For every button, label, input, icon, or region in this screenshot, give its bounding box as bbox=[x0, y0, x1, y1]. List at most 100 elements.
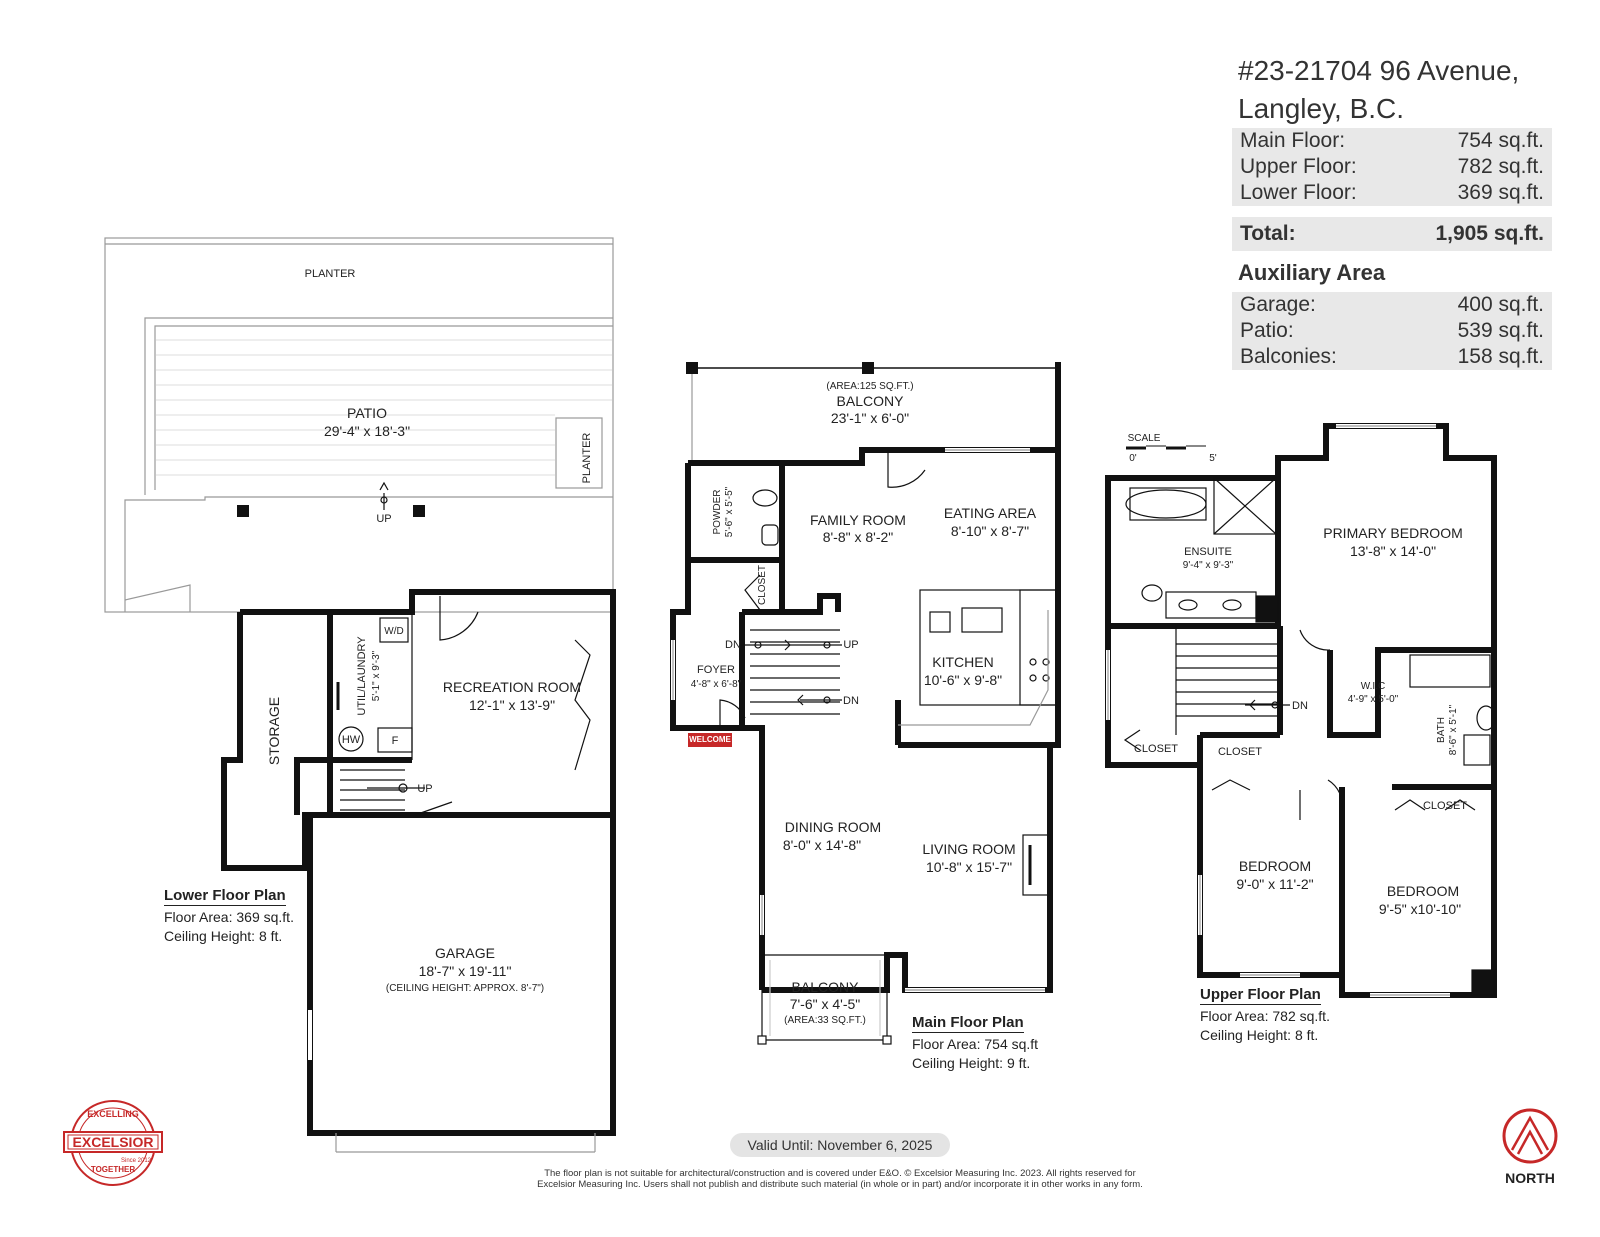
excelsior-logo bbox=[63, 1100, 163, 1186]
bedroom-closet-label: CLOSET bbox=[1218, 746, 1262, 758]
address-line-1: #23-21704 96 Avenue, bbox=[1238, 55, 1520, 86]
hall-closet-label: CLOSET bbox=[1134, 743, 1178, 755]
disclaimer-line-1: The floor plan is not suitable for archi… bbox=[544, 1168, 1136, 1179]
front-balcony-label: BALCONY bbox=[792, 979, 860, 995]
balconies-row: Balconies:158 sq.ft. bbox=[1240, 345, 1544, 368]
disclaimer-line-2: Excelsior Measuring Inc. Users shall not… bbox=[537, 1179, 1143, 1190]
washer-dryer-label: W/D bbox=[384, 626, 403, 637]
lower-floor-area: Floor Area: 369 sq.ft. bbox=[164, 909, 294, 925]
balcony-dimensions: 23'-1" x 6'-0" bbox=[831, 410, 909, 426]
scale-five: 5' bbox=[1209, 453, 1217, 464]
living-room-label: LIVING ROOM bbox=[922, 841, 1015, 857]
floor-area-table: Main Floor:754 sq.ft. Upper Floor:782 sq… bbox=[1232, 128, 1552, 206]
garage-label: GARAGE bbox=[435, 945, 495, 961]
storage-label: STORAGE bbox=[266, 697, 282, 765]
second-bedroom-closet-label: CLOSET bbox=[1423, 800, 1467, 812]
front-balcony-area: (AREA:33 SQ.FT.) bbox=[784, 1015, 866, 1026]
lower-floor-title: Lower Floor Plan bbox=[164, 887, 286, 906]
property-address: #23-21704 96 Avenue, Langley, B.C. bbox=[1238, 52, 1519, 128]
eating-area-label: EATING AREA bbox=[944, 505, 1037, 521]
primary-bedroom-label: PRIMARY BEDROOM bbox=[1323, 525, 1463, 541]
garage-ceiling-note: (CEILING HEIGHT: APPROX. 8'-7") bbox=[386, 983, 544, 994]
foyer-label: FOYER bbox=[697, 664, 735, 676]
patio-row: Patio:539 sq.ft. bbox=[1240, 319, 1544, 342]
valid-until-badge: Valid Until: November 6, 2025 bbox=[730, 1133, 950, 1157]
north-label: NORTH bbox=[1505, 1170, 1555, 1186]
powder-dimensions: 5'-6" x 5'-5" bbox=[724, 486, 735, 537]
logo-text: EXCELLING EXCELSIOR TOGETHER Since 2012 bbox=[73, 1109, 154, 1174]
family-room-label: FAMILY ROOM bbox=[810, 512, 906, 528]
bedroom-dimensions: 9'-0" x 11'-2" bbox=[1236, 876, 1313, 892]
planter-side-label: PLANTER bbox=[581, 433, 593, 484]
scale-label: SCALE bbox=[1128, 433, 1161, 444]
balcony-label: BALCONY bbox=[837, 393, 905, 409]
bath-label: BATH bbox=[1436, 717, 1447, 743]
family-room-dimensions: 8'-8" x 8'-2" bbox=[823, 529, 894, 545]
upper-walls bbox=[1105, 423, 1497, 998]
planter-label: PLANTER bbox=[305, 268, 356, 280]
main-floor-ceiling: Ceiling Height: 9 ft. bbox=[912, 1055, 1031, 1071]
main-floor-caption: Main Floor Plan Floor Area: 754 sq.ft Ce… bbox=[912, 1013, 1038, 1073]
ensuite-label: ENSUITE bbox=[1184, 546, 1232, 558]
garage-row: Garage:400 sq.ft. bbox=[1240, 293, 1544, 316]
util-laundry-dimensions: 5'-1" x 9'-3" bbox=[371, 650, 382, 701]
logo-since-text: Since 2012 bbox=[121, 1158, 152, 1164]
second-bedroom-dimensions: 9'-5" x10'-10" bbox=[1379, 901, 1461, 917]
total-area-row: Total:1,905 sq.ft. bbox=[1232, 214, 1552, 251]
hot-water-label: HW bbox=[342, 734, 361, 746]
patio-dimensions: 29'-4" x 18'-3" bbox=[324, 423, 410, 439]
main-fixtures bbox=[671, 448, 1057, 1045]
eating-area-dimensions: 8'-10" x 8'-7" bbox=[951, 523, 1029, 539]
logo-top-text: EXCELLING bbox=[87, 1109, 139, 1119]
main-floor-row: Main Floor:754 sq.ft. bbox=[1240, 129, 1544, 152]
logo-name-text: EXCELSIOR bbox=[73, 1134, 154, 1150]
upper-floor-area: Floor Area: 782 sq.ft. bbox=[1200, 1008, 1330, 1024]
auxiliary-area-title: Auxiliary Area bbox=[1238, 260, 1386, 285]
lower-floor-labels: PLANTER PATIO 29'-4" x 18'-3" PLANTER UP… bbox=[266, 268, 593, 994]
bath-dimensions: 8'-6" x 5'-1" bbox=[1448, 704, 1459, 755]
walk-in-closet-dimensions: 4'-9" x 5'-0" bbox=[1348, 694, 1399, 705]
dining-room-dimensions: 8'-0" x 14'-8" bbox=[783, 837, 861, 853]
lower-floor-row: Lower Floor:369 sq.ft. bbox=[1240, 181, 1544, 204]
upper-stairs-down-label: DN bbox=[1292, 700, 1308, 712]
welcome-mat: WELCOME bbox=[688, 733, 732, 747]
walk-in-closet-label: W.I.C bbox=[1361, 681, 1385, 692]
recreation-room-dimensions: 12'-1" x 13'-9" bbox=[469, 697, 555, 713]
lower-floor-ceiling: Ceiling Height: 8 ft. bbox=[164, 928, 283, 944]
main-floor-labels: (AREA:125 SQ.FT.) BALCONY 23'-1" x 6'-0"… bbox=[691, 381, 1037, 1026]
logo-bottom-text: TOGETHER bbox=[91, 1165, 136, 1174]
upper-fixtures bbox=[1106, 424, 1496, 997]
second-bedroom-label: BEDROOM bbox=[1387, 883, 1459, 899]
patio-up-label: UP bbox=[376, 513, 391, 525]
post bbox=[237, 505, 249, 517]
front-balcony-dimensions: 7'-6" x 4'-5" bbox=[790, 996, 861, 1012]
powder-label: POWDER bbox=[712, 490, 723, 535]
stairs-down-label: DN bbox=[725, 639, 741, 651]
disclaimer: The floor plan is not suitable for archi… bbox=[480, 1168, 1200, 1190]
upper-floor-title: Upper Floor Plan bbox=[1200, 986, 1321, 1005]
lower-floor-caption: Lower Floor Plan Floor Area: 369 sq.ft. … bbox=[164, 886, 294, 946]
foyer-closet-label: CLOSET bbox=[757, 565, 768, 605]
foyer-dimensions: 4'-8" x 6'-8" bbox=[691, 679, 742, 690]
address-line-2: Langley, B.C. bbox=[1238, 93, 1405, 124]
lower-walls bbox=[221, 589, 616, 1136]
patio-deck-lines bbox=[156, 339, 612, 476]
main-floor-area: Floor Area: 754 sq.ft bbox=[912, 1036, 1039, 1052]
dining-room-label: DINING ROOM bbox=[785, 819, 881, 835]
lower-fixtures bbox=[124, 481, 596, 1153]
north-arrow-icon bbox=[1502, 1108, 1558, 1164]
upper-floor-labels: SCALE 0' 5' ENSUITE 9'-4" x 9'-3" PRIMAR… bbox=[1128, 433, 1468, 917]
ensuite-dimensions: 9'-4" x 9'-3" bbox=[1183, 560, 1234, 571]
post bbox=[413, 505, 425, 517]
upper-floor-caption: Upper Floor Plan Floor Area: 782 sq.ft. … bbox=[1200, 985, 1330, 1045]
garage-dimensions: 18'-7" x 19'-11" bbox=[419, 963, 512, 979]
upper-floor-row: Upper Floor:782 sq.ft. bbox=[1240, 155, 1544, 178]
main-floor-title: Main Floor Plan bbox=[912, 1014, 1024, 1033]
patio-label: PATIO bbox=[347, 405, 387, 421]
living-room-dimensions: 10'-8" x 15'-7" bbox=[926, 859, 1012, 875]
balcony-area-note: (AREA:125 SQ.FT.) bbox=[826, 381, 913, 392]
basement-stairs-down-label: DN bbox=[843, 695, 859, 707]
kitchen-label: KITCHEN bbox=[932, 654, 993, 670]
